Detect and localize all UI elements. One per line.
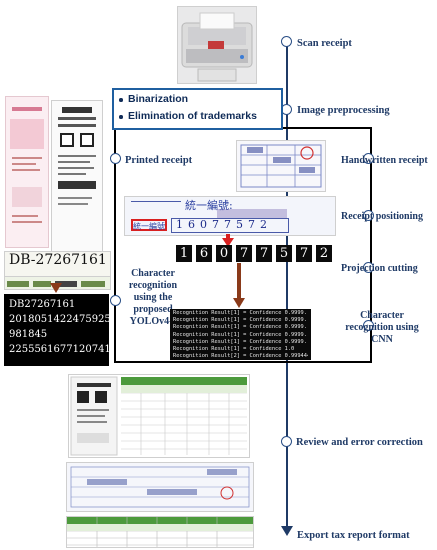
brown-arrow-stem — [237, 263, 241, 299]
step-label-image-preprocessing: Image preprocessing — [297, 105, 390, 116]
yolo-line-1: DB27267161 — [9, 299, 76, 310]
step-label-receipt-positioning: Receipt positioning — [341, 211, 423, 222]
cut-digit-8: 2 — [316, 245, 332, 262]
step-label-handwritten-receipt: Handwritten receipt — [341, 155, 428, 166]
cut-digit-3: 0 — [216, 245, 232, 262]
step-label-character-recognition-cnn: Character recognition using CNN — [345, 310, 419, 345]
cut-digit-5: 7 — [256, 245, 272, 262]
scanner-image — [177, 6, 257, 84]
printed-receipt-pink-image — [5, 96, 49, 248]
step-node-cnn — [363, 320, 374, 331]
yolo-line-3: 981845 — [9, 329, 48, 340]
yolo-line-4: 2255561677120741 — [9, 344, 111, 355]
cut-digit-7: 7 — [296, 245, 312, 262]
step-label-printed-receipt: Printed receipt — [125, 155, 193, 166]
handwritten-number-text: 16077572 — [176, 218, 272, 231]
brown-down-arrow-icon — [233, 298, 245, 308]
cut-digit-2: 6 — [196, 245, 212, 262]
cnn-output-line-5: Recognition Result[1] = Confidence 0.999… — [173, 338, 308, 345]
red-arrow-stem — [226, 234, 230, 239]
step-label-review-error-correction: Review and error correction — [296, 437, 423, 448]
cnn-output-line-7: Recognition Result[2] = Confidence 0.999… — [173, 353, 308, 360]
cnn-output-line-3: Recognition Result[1] = Confidence 0.999… — [173, 324, 308, 331]
bullet-binarization: Binarization — [114, 92, 281, 107]
printed-receipt-white-image — [51, 100, 103, 252]
step-label-projection-cutting: Projection cutting — [341, 263, 418, 274]
export-table-image — [66, 516, 254, 548]
yolo-line-2: 2018051422475925 — [9, 314, 111, 325]
cnn-output-line-2: Recognition Result[1] = Confidence 0.999… — [173, 317, 308, 324]
handwritten-stamp — [217, 209, 287, 219]
step-label-scan-receipt: Scan receipt — [297, 38, 352, 49]
step-label-export-tax-report: Export tax report format — [297, 530, 410, 541]
cnn-output-console: Recognition Result[1] = Confidence 0.999… — [170, 309, 311, 360]
handwritten-receipt-image — [236, 140, 326, 192]
step-node-printed — [110, 153, 121, 164]
number-highlight-box: 16077572 — [171, 218, 289, 233]
yolo-output-box: DB27267161 2018051422475925 981845 22555… — [4, 294, 111, 366]
field-label-highlight: 統一編號 — [131, 219, 167, 231]
cut-digit-6: 5 — [276, 245, 292, 262]
main-flow-line — [286, 42, 288, 534]
step-label-character-recognition-yolo: Character recognition using the proposed… — [128, 268, 178, 327]
cnn-output-line-1: Recognition Result[1] = Confidence 0.999… — [173, 310, 308, 316]
step-node-review — [281, 436, 292, 447]
cut-digit-1: 1 — [176, 245, 192, 262]
cnn-output-line-4: Recognition Result[1] = Confidence 0.999… — [173, 331, 308, 338]
export-arrow-icon — [281, 526, 293, 536]
step-node-handwritten — [363, 153, 374, 164]
step-node-yolo — [110, 295, 121, 306]
red-down-arrow-icon — [222, 238, 234, 247]
printed-receipt-number-crop: DB-27267161 — [4, 251, 111, 277]
field-label-text: 統一編號 — [133, 222, 165, 231]
printed-receipt-number-text: DB-27267161 — [9, 252, 107, 268]
preprocessing-box: Binarization Elimination of trademarks — [112, 88, 283, 130]
cut-digit-4: 7 — [236, 245, 252, 262]
bullet-trademark-elimination: Elimination of trademarks — [114, 109, 281, 124]
step-node-scan — [281, 36, 292, 47]
handwritten-review-screenshot — [66, 462, 254, 512]
handwritten-line-ps — [131, 201, 181, 202]
step-node-positioning — [363, 210, 374, 221]
receipt-positioning-image: 統一編號: 統一編號 16077572 — [124, 196, 336, 236]
review-screenshot — [68, 374, 250, 458]
cnn-output-line-6: Recognition Result[1] = Confidence 1.0 — [173, 346, 295, 353]
step-node-projection — [363, 262, 374, 273]
handwritten-header-text: 統一編號: — [185, 199, 233, 212]
printed-down-arrow-icon — [50, 283, 62, 293]
